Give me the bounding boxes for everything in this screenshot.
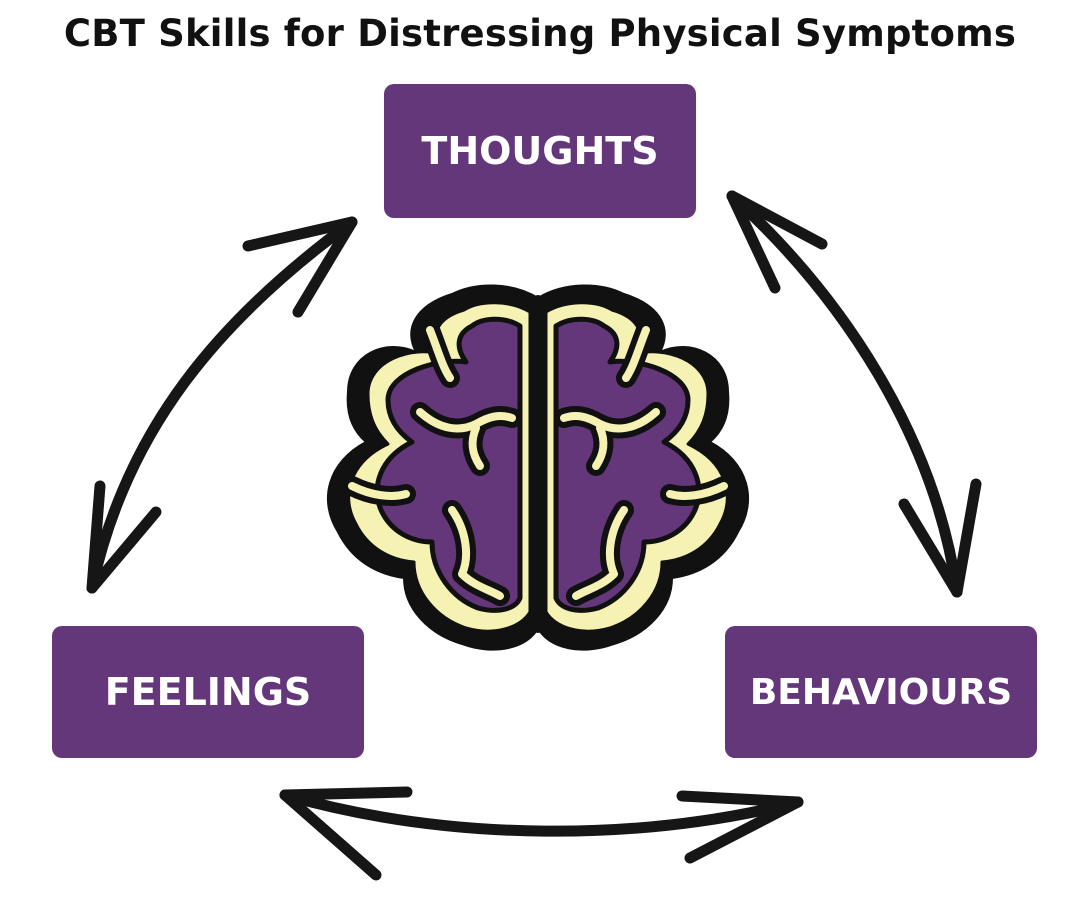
arrow-feelings-behaviours [279,786,804,881]
feelings-box: FEELINGS [52,626,364,758]
brain-icon [326,284,750,651]
behaviours-box: BEHAVIOURS [725,626,1037,758]
behaviours-label: BEHAVIOURS [749,671,1013,713]
thoughts-box: THOUGHTS [384,84,696,218]
arrow-thoughts-feelings [86,216,358,594]
arrow-thoughts-behaviours [726,190,982,598]
page-title: CBT Skills for Distressing Physical Symp… [63,12,1017,55]
feelings-label: FEELINGS [104,670,312,714]
thoughts-label: THOUGHTS [421,129,659,173]
